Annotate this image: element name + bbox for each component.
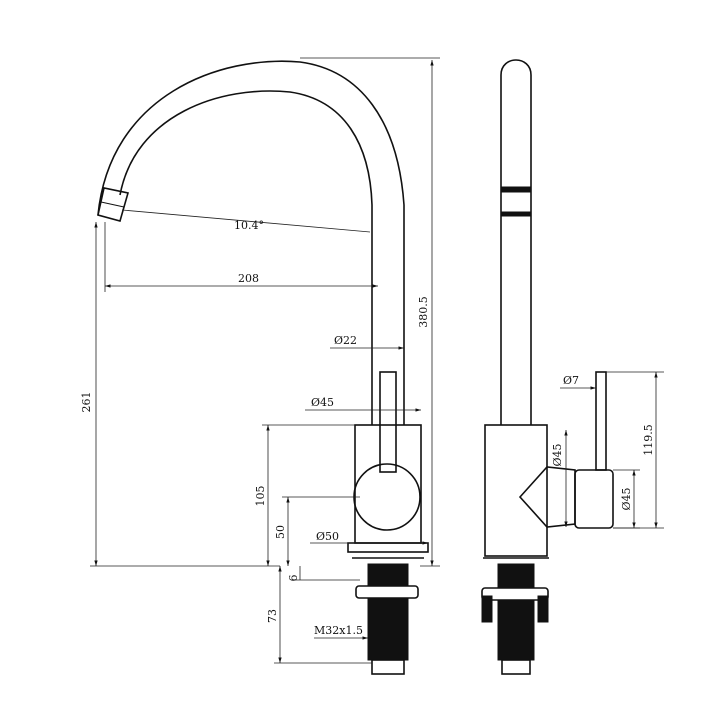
dim-handle-diameter: Ø7 — [563, 374, 579, 387]
side-handle-cylinder — [574, 469, 614, 529]
side-dimensions: Ø7 Ø45 Ø45 119.5 — [551, 371, 664, 529]
side-view — [481, 59, 614, 675]
dim-spout-diameter: Ø22 — [334, 334, 357, 347]
dim-angle: 10.4° — [234, 219, 264, 232]
mounting-nut — [355, 585, 419, 599]
front-view — [97, 60, 429, 675]
side-threaded-shank — [497, 563, 535, 589]
side-body — [484, 424, 548, 557]
spout-inner-arc — [119, 90, 373, 206]
dim-base-gap: 6 — [287, 575, 300, 582]
dim-base-diameter: Ø50 — [316, 530, 339, 543]
dim-shank-length: 73 — [266, 609, 279, 623]
dim-thread: M32x1.5 — [314, 624, 363, 637]
dim-handle-height: 119.5 — [642, 424, 655, 456]
dim-height-total: 380.5 — [417, 296, 430, 328]
dim-handle-cylinder-diameter: Ø45 — [620, 487, 633, 510]
dim-lever-height: 105 — [254, 486, 267, 507]
dim-side-body-diameter: Ø45 — [551, 443, 564, 466]
base-ring — [347, 542, 429, 553]
spout-outer-arc — [97, 60, 405, 216]
dim-height-spout: 261 — [80, 392, 93, 413]
dim-body-base-height: 50 — [274, 525, 287, 539]
dim-body-top-diameter: Ø45 — [311, 396, 334, 409]
spout-nozzle — [97, 187, 130, 222]
threaded-shank — [367, 563, 409, 587]
dim-reach: 208 — [238, 272, 259, 285]
body-knob — [353, 463, 421, 531]
faucet-body — [354, 424, 422, 544]
front-dimensions: 10.4° 208 261 380.5 Ø22 Ø45 105 50 Ø50 — [80, 57, 440, 664]
side-tube-band — [500, 186, 532, 193]
side-lever — [595, 371, 607, 471]
lever-handle — [379, 371, 397, 473]
threaded-shank-lower — [367, 597, 409, 661]
side-tube — [500, 59, 532, 425]
